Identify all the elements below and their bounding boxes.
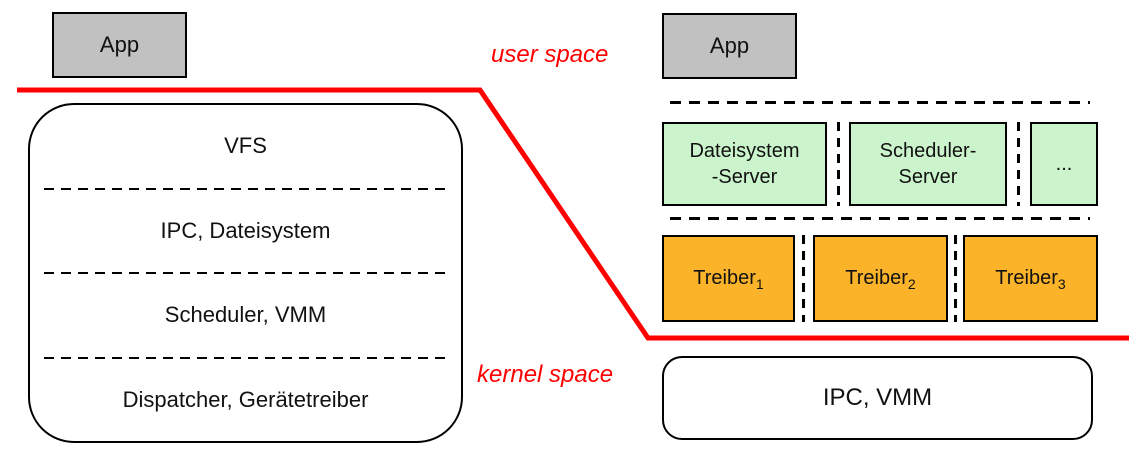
microkernel-ipc-vmm-label: IPC, VMM (822, 384, 933, 411)
server-divider (837, 122, 840, 206)
layer-dispatcher-geraetetreiber-label: Dispatcher, Gerätetreiber (122, 386, 369, 412)
file-system-server-box: Dateisystem -Server (662, 122, 827, 206)
layer-dispatcher-geraetetreiber: Dispatcher, Gerätetreiber (30, 359, 461, 442)
driver-divider (954, 235, 957, 322)
more-servers-label: ... (1055, 153, 1073, 175)
driver2-subscript: 2 (907, 276, 916, 292)
scheduler-server-line2: Server (898, 166, 958, 188)
kernel-space-label: kernel space (477, 361, 614, 388)
driver1-label: Treiber1 (693, 267, 764, 292)
server-divider (1017, 122, 1020, 206)
driver2-box: Treiber2 (813, 235, 948, 322)
driver1-subscript: 1 (755, 276, 764, 292)
more-servers-box: ... (1030, 122, 1098, 206)
layer-divider (44, 272, 447, 274)
scheduler-server-line1: Scheduler- (879, 140, 977, 162)
layer-vfs: VFS (30, 105, 461, 188)
file-system-server-line2: -Server (711, 166, 778, 188)
dashed-separator-middle (670, 217, 1090, 220)
layer-ipc-dateisystem: IPC, Dateisystem (30, 190, 461, 273)
layer-vfs-label: VFS (224, 133, 267, 159)
monolithic-kernel-box: VFS IPC, Dateisystem Scheduler, VMM Disp… (28, 103, 463, 443)
user-space-label: user space (491, 41, 609, 68)
driver3-label: Treiber3 (995, 267, 1066, 292)
layer-scheduler-vmm-label: Scheduler, VMM (164, 302, 327, 328)
scheduler-server-box: Scheduler- Server (849, 122, 1007, 206)
driver1-box: Treiber1 (662, 235, 795, 322)
driver-divider (802, 235, 805, 322)
microkernel-ipc-vmm-box: IPC, VMM (662, 356, 1093, 440)
layer-ipc-dateisystem-label: IPC, Dateisystem (160, 217, 331, 243)
driver2-label: Treiber2 (845, 267, 916, 292)
file-system-server-line1: Dateisystem (689, 140, 800, 162)
dashed-separator-top (670, 101, 1090, 104)
monolith-app-label: App (99, 32, 140, 57)
driver3-subscript: 3 (1057, 276, 1066, 292)
layer-divider (44, 356, 447, 359)
driver3-box: Treiber3 (963, 235, 1098, 322)
monolith-app-box: App (52, 12, 187, 78)
microkernel-app-box: App (662, 13, 797, 79)
microkernel-app-label: App (709, 33, 750, 58)
layer-divider (44, 187, 447, 190)
layer-scheduler-vmm: Scheduler, VMM (30, 274, 461, 357)
